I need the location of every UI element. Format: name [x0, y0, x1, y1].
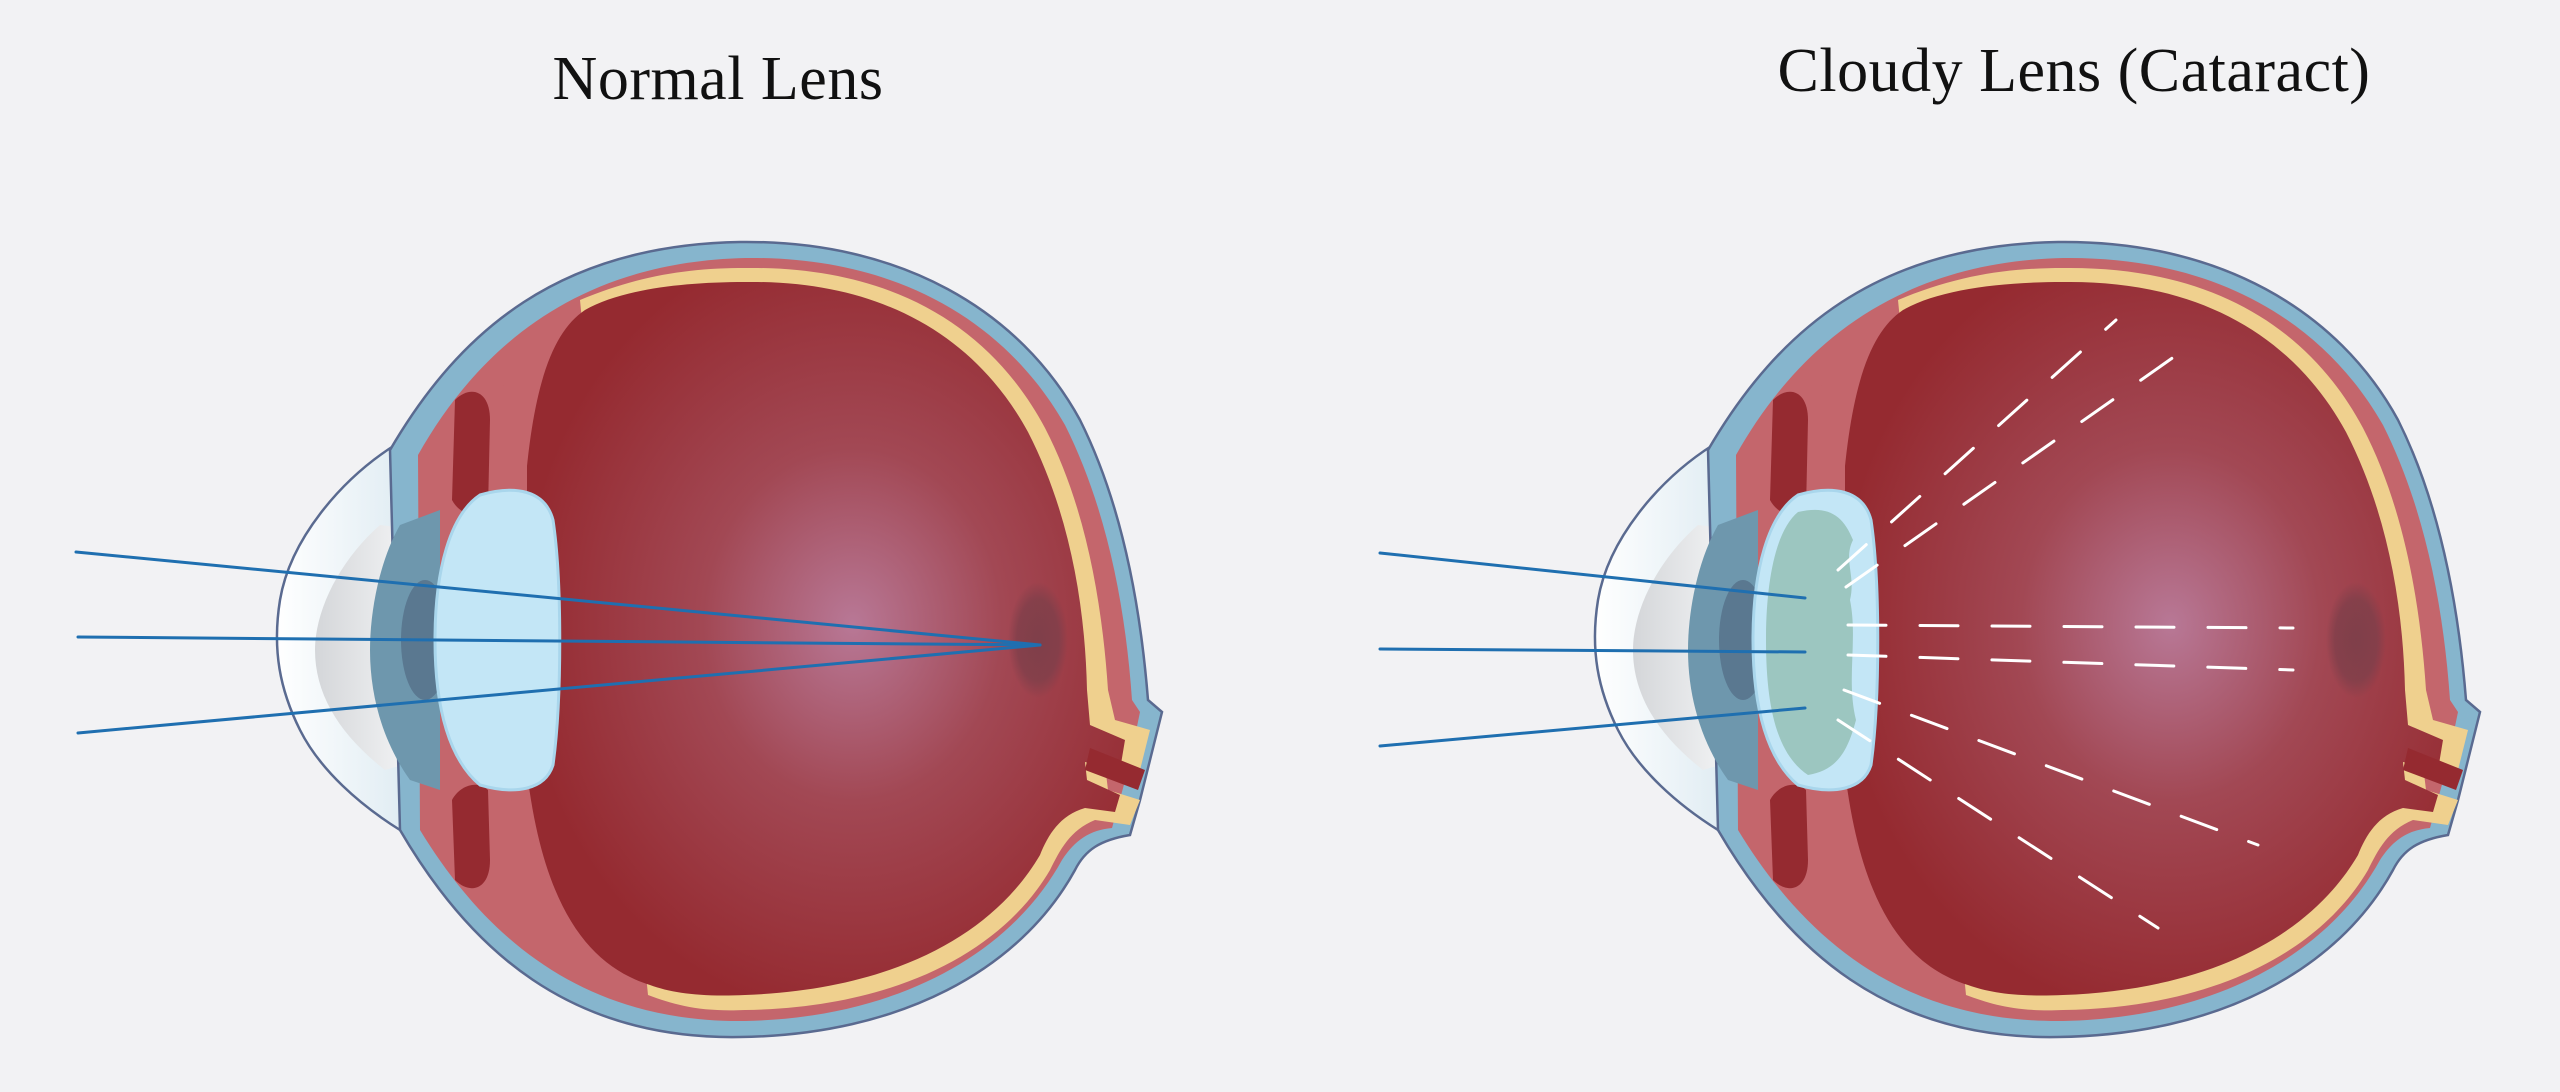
normal-lens-title: Normal Lens [552, 45, 884, 113]
cataract-eye [1378, 239, 2482, 1040]
light-rays-blocked [1378, 551, 1807, 748]
scattered-light [1836, 318, 2295, 930]
cataract-lens-title: Cloudy Lens (Cataract) [1777, 37, 2371, 105]
light-rays-focused [74, 550, 1042, 735]
normal-eye [74, 239, 1164, 1040]
eye-anatomy-cataract [1592, 239, 2482, 1040]
